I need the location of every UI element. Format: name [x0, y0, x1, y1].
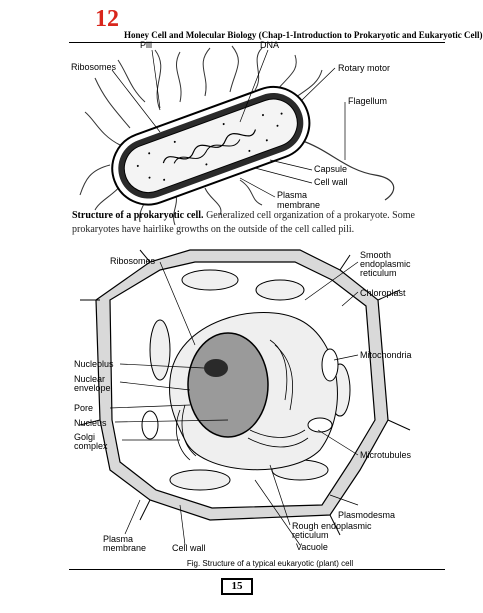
- label-capsule: Capsule: [314, 164, 348, 174]
- bacterium-body: [111, 86, 311, 206]
- label-rotary-motor: Rotary motor: [338, 63, 391, 73]
- flagellum-line: [299, 139, 395, 201]
- footer-rule: [69, 569, 445, 570]
- label-ribosomes-euk: Ribosomes: [110, 256, 156, 266]
- label-smooth-er: Smooth: [360, 250, 392, 260]
- label-nucleus: Nucleus: [74, 418, 107, 428]
- header-rule: [69, 42, 445, 43]
- label-nuclear-envelope-2: envelope: [74, 383, 111, 393]
- label-dna: DNA: [260, 40, 280, 50]
- label-flagellum: Flagellum: [348, 96, 388, 106]
- label-vacuole: Vacuole: [296, 542, 328, 552]
- label-ribosomes-pro: Ribosomes: [71, 62, 117, 72]
- label-plasma-membrane-euk-2: membrane: [103, 543, 147, 553]
- label-pili: Pili: [140, 40, 153, 50]
- mitochondria: [141, 348, 339, 440]
- label-microtubules: Microtubules: [360, 450, 412, 460]
- label-golgi: Golgi: [74, 432, 96, 442]
- label-rough-er-2: reticulum: [292, 530, 329, 540]
- label-cell-wall-pro: Cell wall: [314, 177, 348, 187]
- neighbor-walls: [79, 249, 411, 536]
- label-cell-wall-euk: Cell wall: [172, 543, 206, 553]
- page-number: 15: [221, 578, 253, 595]
- label-pore: Pore: [74, 403, 94, 413]
- eukaryote-leaders: [109, 261, 359, 546]
- label-nucleolus: Nucleolus: [74, 359, 114, 369]
- label-chloroplast: Chloroplast: [360, 288, 406, 298]
- running-header: Honey Cell and Molecular Biology (Chap-1…: [124, 30, 483, 40]
- nucleus: [187, 332, 269, 438]
- nucleolus: [204, 359, 228, 377]
- caption-title: Structure of a prokaryotic cell.: [72, 210, 204, 221]
- label-golgi-2: complex: [74, 441, 108, 451]
- prokaryote-caption: Structure of a prokaryotic cell. General…: [72, 209, 442, 237]
- label-plasma-membrane-euk: Plasma: [103, 534, 134, 544]
- eukaryote-caption: Fig. Structure of a typical eukaryotic (…: [186, 559, 354, 568]
- label-plasma-membrane-pro: Plasma: [277, 190, 308, 200]
- prokaryote-leaders: [111, 49, 346, 198]
- label-smooth-er-2: endoplasmic: [360, 259, 411, 269]
- label-plasmodesma: Plasmodesma: [338, 510, 396, 520]
- caption-body: Generalized cell organization of a proka…: [72, 210, 415, 235]
- label-rough-er: Rough endoplasmic: [292, 521, 372, 531]
- label-plasma-membrane-pro-2: membrane: [277, 200, 321, 210]
- label-mitochondria: Mitochondria: [360, 350, 412, 360]
- label-smooth-er-3: reticulum: [360, 268, 397, 278]
- endoplasmic-reticulum: [176, 339, 309, 461]
- label-nuclear-envelope: Nuclear: [74, 374, 106, 384]
- chapter-number: 12: [95, 6, 119, 32]
